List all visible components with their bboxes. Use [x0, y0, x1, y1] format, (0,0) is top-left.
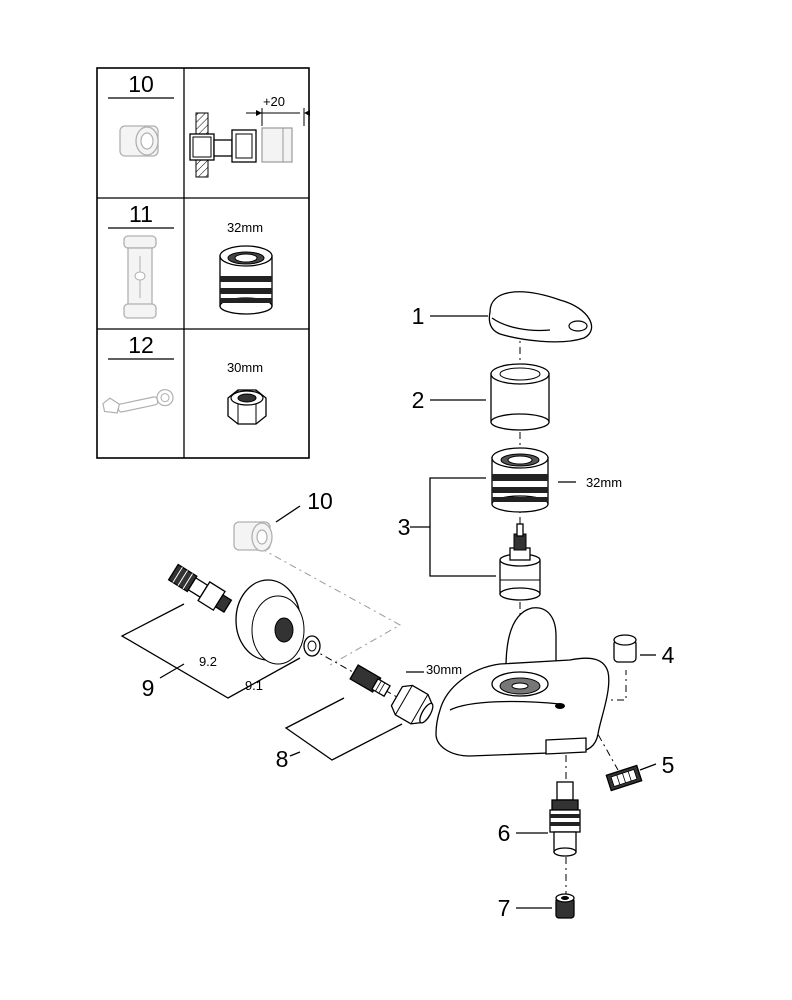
wall-connection-detail: +20	[189, 94, 310, 178]
callout-9-2: 9.2	[199, 654, 217, 669]
wall-rosette	[235, 579, 305, 665]
inset-row-12-number: 12	[128, 332, 154, 358]
extension-axis-line	[259, 547, 402, 666]
callout-9-1: 9.1	[245, 678, 263, 693]
union-nut	[390, 684, 434, 725]
callout-3: 3	[398, 514, 411, 540]
callout-2: 2	[412, 387, 425, 413]
eccentric-connector	[167, 563, 233, 613]
cartridge	[499, 523, 541, 601]
callout-6: 6	[498, 820, 511, 846]
callout-1: 1	[412, 303, 425, 329]
inset-row-12-size: 30mm	[227, 360, 263, 375]
extension-piece-icon	[119, 125, 159, 157]
diverter-nut	[555, 893, 575, 919]
inlet-fitting	[349, 664, 391, 698]
aerator-axis-line	[589, 719, 619, 771]
callout-8: 8	[276, 746, 289, 772]
callout-10: 10	[307, 488, 333, 514]
threaded-ring	[491, 447, 549, 513]
lever-handle	[488, 291, 593, 343]
inset-row-10-number: 10	[128, 71, 154, 97]
end-cap	[613, 634, 637, 663]
nut-size-label: 30mm	[426, 662, 462, 677]
diverter	[549, 781, 581, 857]
callout-5: 5	[662, 752, 675, 778]
extension-piece	[233, 521, 273, 552]
inset-row-11-number: 11	[129, 201, 153, 227]
inset-row-11-size: 32mm	[227, 220, 263, 235]
threaded-ring-32mm-icon	[219, 245, 273, 315]
aerator	[605, 764, 643, 792]
callout-9: 9	[142, 675, 155, 701]
cover-sleeve	[490, 363, 550, 431]
ring-size-label: 32mm	[586, 475, 622, 490]
hex-nut-30mm-icon	[227, 389, 267, 425]
inset-table: 10 +20 11	[96, 67, 310, 459]
callout-4: 4	[662, 642, 675, 668]
callout-7: 7	[498, 895, 511, 921]
extension-length-label: +20	[263, 94, 285, 109]
washer	[303, 635, 321, 657]
mounting-sleeve-tool-icon	[123, 235, 157, 319]
mixer-body	[435, 607, 610, 757]
wrench-icon	[102, 389, 174, 414]
